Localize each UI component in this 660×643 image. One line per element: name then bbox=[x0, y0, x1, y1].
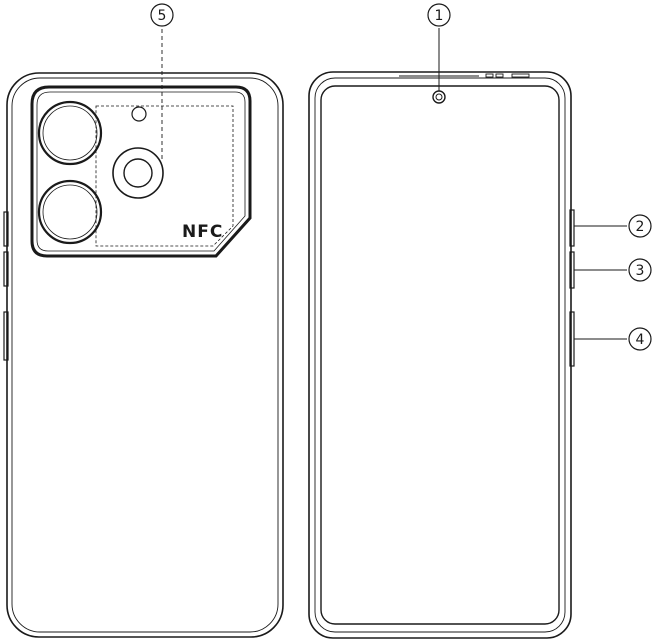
front-camera-outer bbox=[433, 91, 445, 103]
callout-1: 1 bbox=[428, 4, 450, 26]
camera-lens-top bbox=[39, 102, 101, 164]
nfc-label: NFC bbox=[182, 222, 223, 242]
phone-back-view bbox=[4, 29, 283, 637]
back-outer-frame bbox=[7, 73, 283, 637]
camera-lens-bottom-ring bbox=[43, 185, 97, 239]
sensor-left bbox=[486, 74, 493, 77]
camera-lens-top-ring bbox=[43, 106, 97, 160]
flash-light bbox=[132, 107, 146, 121]
camera-lens-bottom bbox=[39, 181, 101, 243]
secondary-lens-inner bbox=[124, 159, 152, 187]
front-bezel bbox=[315, 78, 565, 632]
callout-4-number: 4 bbox=[636, 332, 645, 348]
callout-5-number: 5 bbox=[158, 8, 167, 24]
callout-4: 4 bbox=[629, 328, 651, 350]
side-button-middle bbox=[570, 252, 574, 288]
callout-3: 3 bbox=[629, 259, 651, 281]
callout-5: 5 bbox=[151, 4, 173, 26]
sensor-right bbox=[496, 74, 503, 77]
back-side-button-middle bbox=[4, 252, 8, 286]
sensor-long bbox=[512, 74, 529, 77]
callout-2: 2 bbox=[629, 215, 651, 237]
front-outer-frame bbox=[309, 72, 571, 638]
callout-3-number: 3 bbox=[636, 263, 645, 279]
callout-2-number: 2 bbox=[636, 219, 645, 235]
callout-1-number: 1 bbox=[435, 8, 444, 24]
phone-front-view bbox=[309, 28, 627, 638]
front-screen bbox=[321, 86, 559, 624]
back-side-button-lower bbox=[4, 312, 8, 360]
secondary-lens-outer bbox=[113, 148, 163, 198]
back-side-button-upper bbox=[4, 212, 8, 246]
side-button-power bbox=[570, 312, 574, 366]
front-camera-inner bbox=[436, 94, 442, 100]
side-button-upper bbox=[570, 210, 574, 246]
